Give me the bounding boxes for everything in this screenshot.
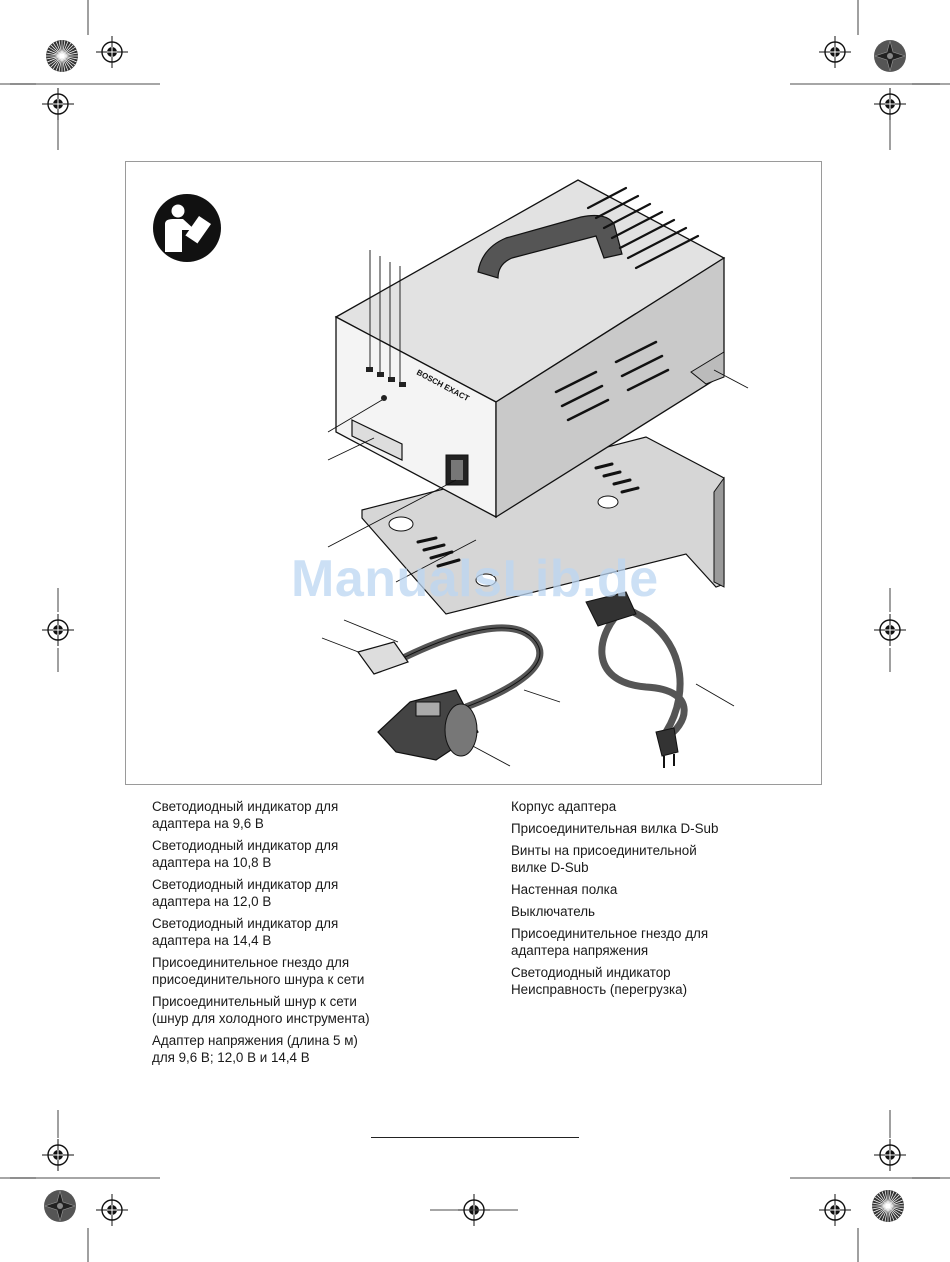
legend-text: адаптера на 14,4 В	[152, 933, 272, 948]
legend-right-column: Корпус адаптера Присоединительная вилка …	[511, 798, 811, 1003]
legend-text: Светодиодный индикатор для	[152, 838, 339, 853]
legend-text: адаптера на 9,6 В	[152, 816, 264, 831]
legend-item: Присоединительный шнур к сети (шнур для …	[152, 993, 452, 1027]
legend-item: Присоединительное гнездо для присоединит…	[152, 954, 452, 988]
legend-item: Светодиодный индикатор для адаптера на 1…	[152, 837, 452, 871]
legend-text: Выключатель	[511, 904, 596, 919]
legend-item: Светодиодный индикатор для адаптера на 1…	[152, 915, 452, 949]
leader-lines	[321, 250, 749, 767]
legend-text: Настенная полка	[511, 882, 618, 897]
legend-text: Светодиодный индикатор для	[152, 799, 339, 814]
legend-text: для 9,6 В; 12,0 В и 14,4 В	[152, 1050, 310, 1065]
product-illustration: BOSCH EXACT	[125, 161, 822, 785]
legend-text: Светодиодный индикатор для	[152, 877, 339, 892]
legend-text: адаптера напряжения	[511, 943, 649, 958]
legend-left-column: Светодиодный индикатор для адаптера на 9…	[152, 798, 452, 1071]
legend-text: Неисправность (перегрузка)	[511, 982, 688, 997]
legend-text: присоединительного шнура к сети	[152, 972, 365, 987]
adapter-housing: BOSCH EXACT	[334, 179, 726, 519]
legend-text: Светодиодный индикатор	[511, 965, 671, 980]
legend-text: Присоединительное гнездо для	[152, 955, 350, 970]
legend-text: Адаптер напряжения (длина 5 м)	[152, 1033, 358, 1048]
voltage-adapter	[357, 624, 544, 761]
legend-item: Присоединительная вилка D-Sub	[511, 820, 811, 837]
legend-text: Винты на присоединительной	[511, 843, 697, 858]
legend-item: Выключатель	[511, 903, 811, 920]
legend-item: Светодиодный индикатор для адаптера на 1…	[152, 876, 452, 910]
legend-item: Светодиодный индикатор Неисправность (пе…	[511, 964, 811, 998]
read-manual-icon	[153, 194, 221, 262]
legend-item: Светодиодный индикатор для адаптера на 9…	[152, 798, 452, 832]
legend-text: адаптера на 12,0 В	[152, 894, 272, 909]
legend-text: (шнур для холодного инструмента)	[152, 1011, 370, 1026]
watermark-text: ManualsLib.de	[291, 550, 659, 608]
legend-text: Присоединительная вилка D-Sub	[511, 821, 719, 836]
legend-item: Настенная полка	[511, 881, 811, 898]
mains-cable	[585, 591, 688, 768]
legend-text: адаптера на 10,8 В	[152, 855, 272, 870]
adapter-drawing: BOSCH EXACT	[153, 179, 749, 768]
legend-text: Корпус адаптера	[511, 799, 617, 814]
wall-shelf	[361, 436, 725, 615]
legend-item: Присоединительное гнездо для адаптера на…	[511, 925, 811, 959]
legend-text: Светодиодный индикатор для	[152, 916, 339, 931]
legend-text: вилке D-Sub	[511, 860, 589, 875]
legend-text: Присоединительное гнездо для	[511, 926, 709, 941]
footer-rule	[371, 1137, 579, 1138]
legend-text: Присоединительный шнур к сети	[152, 994, 357, 1009]
legend-item: Винты на присоединительной вилке D-Sub	[511, 842, 811, 876]
legend-item: Корпус адаптера	[511, 798, 811, 815]
legend-item: Адаптер напряжения (длина 5 м) для 9,6 В…	[152, 1032, 452, 1066]
